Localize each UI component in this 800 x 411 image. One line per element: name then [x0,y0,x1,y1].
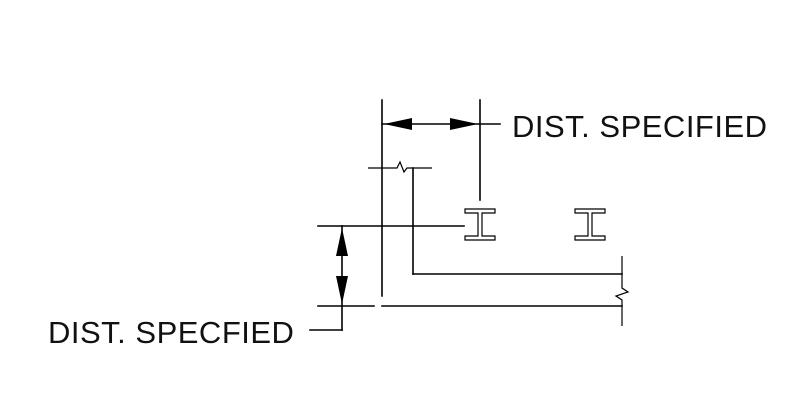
i-beam-section-1 [464,208,496,241]
top-dim-label: DIST. SPECIFIED [512,109,768,144]
wall-top-break-line [368,160,432,174]
left-dim-arrow-top [336,228,348,256]
slab-right-break-line [614,256,630,326]
top-dim-arrow-right [450,118,478,130]
left-dim-arrow-bottom [336,276,348,304]
left-dim-label: DIST. SPECFIED [48,315,294,350]
i-beam-section-2 [574,208,606,241]
top-dim-arrow-left [384,118,412,130]
